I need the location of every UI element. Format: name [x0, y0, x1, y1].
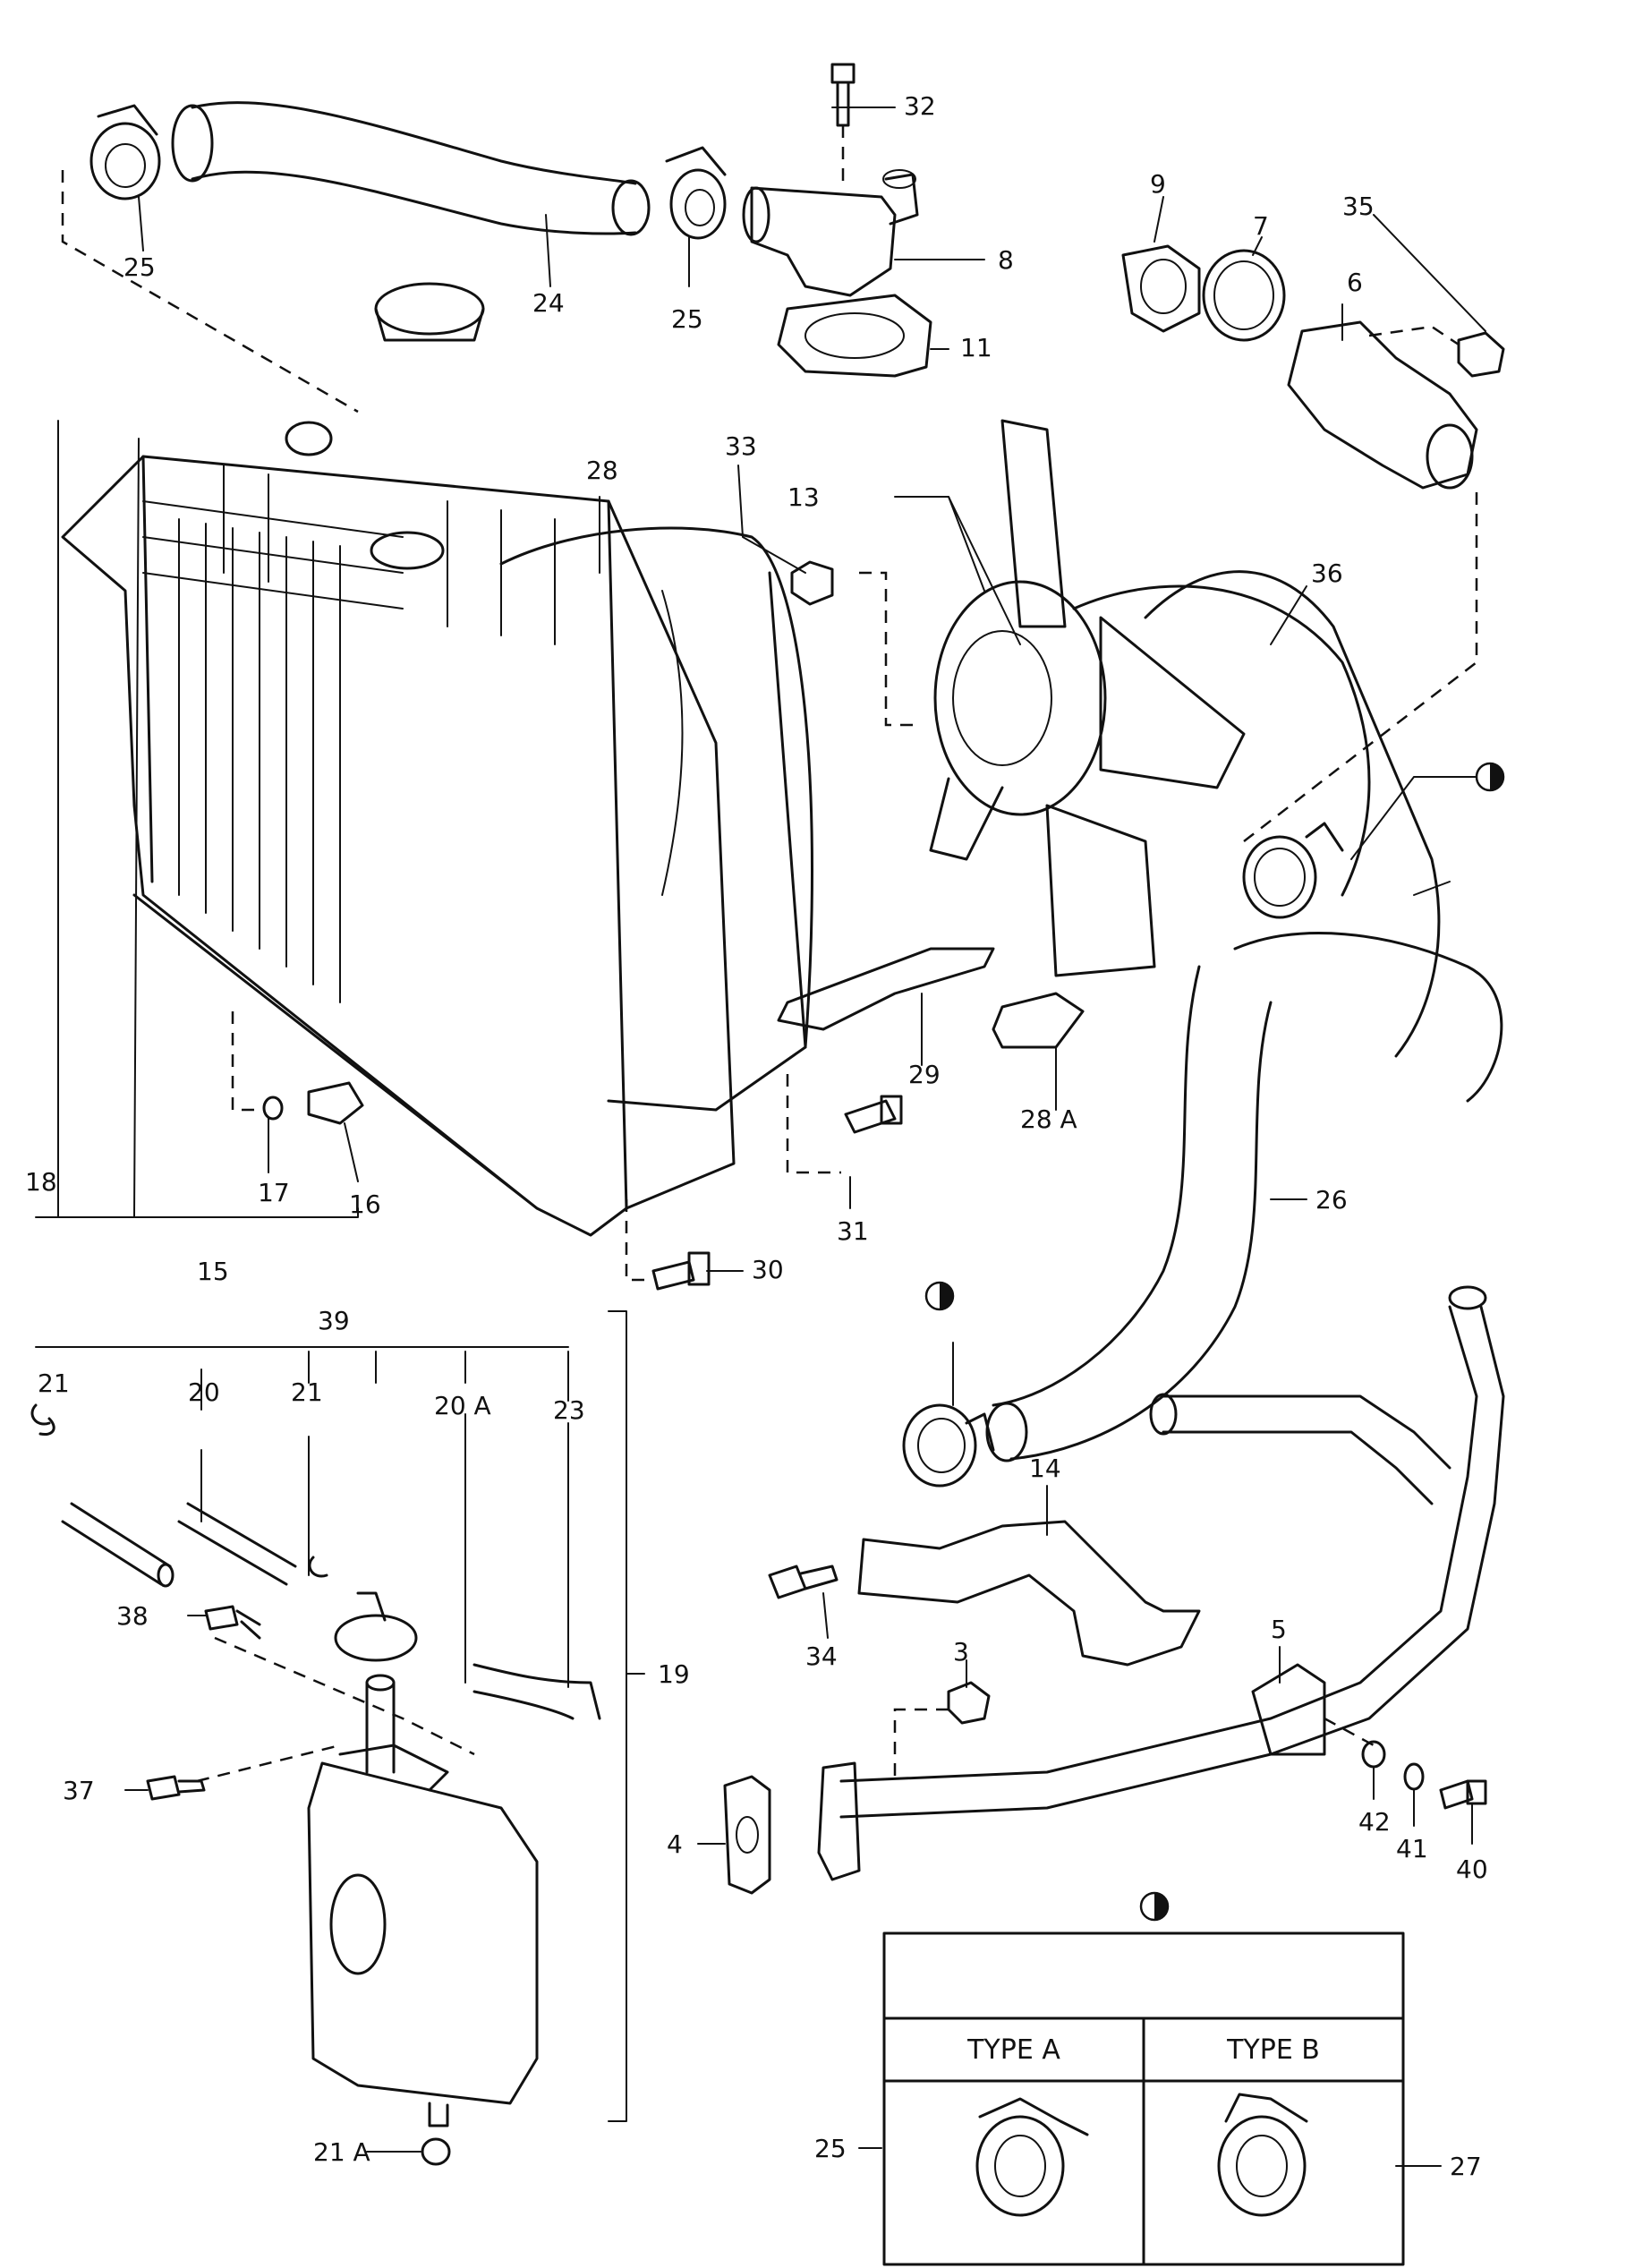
callout-11: 11 [960, 333, 992, 362]
reservoir-cap [334, 1591, 418, 1662]
flange [817, 1761, 861, 1881]
hose-clamp-25-right [665, 146, 727, 240]
callout-36: 36 [1311, 558, 1343, 588]
water-pipe-5 [839, 1285, 1505, 1819]
callout-18: 18 [25, 1167, 57, 1197]
fan-shroud-ring-36 [1144, 570, 1441, 1058]
cap-35 [1368, 325, 1505, 378]
callout-25-left: 25 [123, 252, 156, 282]
reservoir-tank-19 [307, 1744, 539, 2127]
callout-29: 29 [908, 1060, 941, 1089]
callout-14: 14 [1029, 1454, 1061, 1483]
callout-24: 24 [532, 288, 565, 318]
callout-4: 4 [667, 1829, 683, 1859]
nut-3 [893, 1681, 991, 1781]
callout-42: 42 [1358, 1807, 1391, 1837]
shroud-clip-29 [777, 947, 995, 1031]
gasket-4 [723, 1775, 771, 1895]
callout-5: 5 [1271, 1615, 1287, 1644]
clamp-type-b-illustration [1217, 2093, 1308, 2217]
bolt-37 [146, 1775, 206, 1801]
callout-30: 30 [752, 1255, 784, 1284]
callout-15: 15 [197, 1257, 229, 1286]
type-b-header: TYPE B [1226, 2034, 1320, 2066]
callout-41: 41 [1396, 1834, 1428, 1863]
callout-20: 20 [188, 1377, 220, 1407]
clamp-type-table [882, 1931, 1405, 2266]
callout-8: 8 [998, 245, 1014, 275]
callout-26: 26 [1315, 1185, 1348, 1215]
hose-clamp-upper [1242, 822, 1344, 919]
bolt-38 [204, 1605, 261, 1640]
temperature-sensor-9 [1121, 244, 1201, 333]
upper-hose-24 [171, 101, 651, 236]
callout-6: 6 [1347, 268, 1363, 297]
type-a-header: TYPE A [966, 2034, 1060, 2066]
hose-clamp-lower [902, 1403, 995, 1488]
fan-shroud-28 [499, 526, 813, 1112]
callout-31: 31 [837, 1216, 869, 1246]
bolt-32 [830, 63, 856, 188]
water-housing-6 [1287, 320, 1478, 490]
nut-33 [790, 560, 834, 606]
callout-20a: 20 A [434, 1391, 491, 1420]
callout-28: 28 [586, 456, 618, 485]
radiator-cap [374, 282, 485, 342]
clamp-type-a-illustration [975, 2097, 1089, 2217]
callout-40: 40 [1456, 1854, 1488, 1884]
drain-cap-21a [421, 2137, 451, 2166]
half-filled-circle-icon [1139, 1891, 1170, 1922]
callout-19: 19 [658, 1659, 690, 1689]
callout-9: 9 [1150, 169, 1166, 199]
callout-27: 27 [1450, 2152, 1482, 2181]
callout-7: 7 [1253, 211, 1269, 241]
pipe-bracket-14 [857, 1520, 1201, 1667]
callout-25-table: 25 [814, 2134, 847, 2163]
callout-3: 3 [953, 1637, 969, 1667]
water-outlet-8 [742, 169, 919, 297]
callout-38: 38 [116, 1601, 149, 1631]
hose-clamp-25-left [89, 104, 161, 200]
drain-plug-16 [307, 1081, 364, 1125]
o-ring-17 [262, 1096, 284, 1121]
callout-16: 16 [349, 1189, 381, 1219]
callout-21a: 21 A [313, 2137, 370, 2167]
callout-32: 32 [904, 91, 936, 121]
clip-21 [30, 1403, 328, 1578]
lower-hose-26 [985, 932, 1503, 1462]
callout-21-left: 21 [38, 1368, 70, 1398]
half-filled-circle-icon [1350, 762, 1505, 860]
callout-34: 34 [805, 1641, 838, 1671]
washer-42 [1361, 1740, 1386, 1769]
hose-23 [472, 1663, 601, 1720]
lock-washer-41 [1403, 1762, 1425, 1791]
hose-20a [365, 1674, 396, 1774]
bolt-31 [786, 1074, 903, 1174]
bracket-28a [992, 992, 1085, 1049]
callout-13: 13 [787, 482, 820, 512]
radiator-assembly [61, 421, 736, 1237]
bolt-40 [1439, 1779, 1487, 1810]
callout-17: 17 [258, 1178, 290, 1207]
callout-35: 35 [1342, 192, 1375, 221]
callout-33: 33 [725, 431, 757, 461]
bolt-34 [768, 1565, 839, 1599]
gasket-11 [777, 294, 932, 378]
hose-20 [61, 1502, 297, 1588]
callout-37: 37 [63, 1776, 95, 1805]
callout-39: 39 [318, 1306, 350, 1335]
callout-21-mid: 21 [291, 1377, 323, 1407]
half-filled-circle-icon [924, 1281, 955, 1311]
bolt-30 [625, 1199, 711, 1291]
cooling-fan-13 [859, 419, 1371, 977]
callout-28a: 28 A [1020, 1104, 1077, 1134]
leader-lines [35, 107, 1486, 2167]
o-ring-7 [1202, 249, 1286, 342]
callout-23: 23 [553, 1395, 585, 1425]
callout-25-right: 25 [671, 304, 703, 334]
